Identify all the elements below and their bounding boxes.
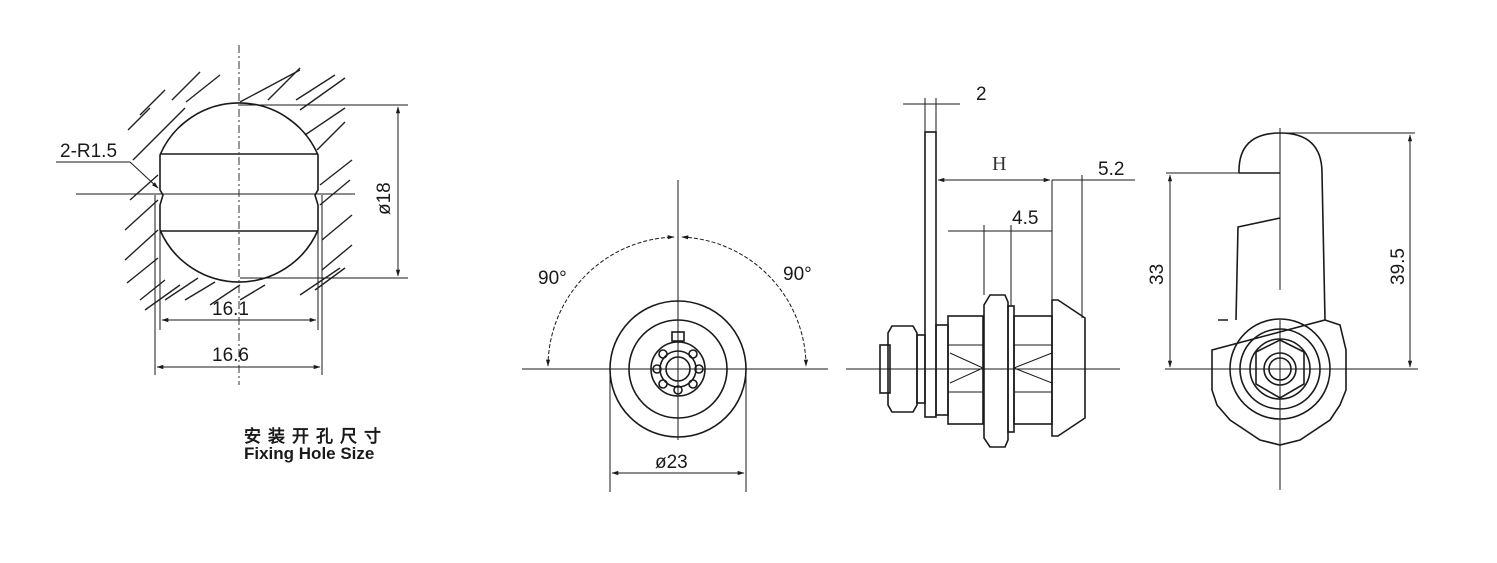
angle-left-label: 90° [538,268,567,289]
caption-english: Fixing Hole Size [244,444,375,463]
width-16-6-label: 16.6 [212,345,249,366]
flange-5-2-label: 5.2 [1098,159,1124,180]
nut-4-5-label: 4.5 [1012,208,1038,229]
diameter-23-label: ø23 [655,452,688,473]
angle-right-label: 90° [783,264,812,285]
height-39-5-label: 39.5 [1388,248,1409,285]
width-16-1-label: 16.1 [212,299,249,320]
fixing-hole-view: ø18 2-R1.5 16.1 16.6 [56,45,408,385]
side-view: 2 H 5.2 4.5 [846,84,1135,448]
height-33-label: 33 [1147,264,1168,285]
height-h-label: H [992,153,1006,175]
radius-label: 2-R1.5 [60,141,117,162]
caption-chinese: 安装开孔尺寸 [244,427,388,446]
back-view: 33 39.5 [1147,128,1418,490]
front-view: 90° 90° ø23 [522,180,828,492]
diameter-18-label: ø18 [374,182,395,215]
cam-thickness-label: 2 [976,84,987,105]
hatch-pattern [124,67,353,311]
